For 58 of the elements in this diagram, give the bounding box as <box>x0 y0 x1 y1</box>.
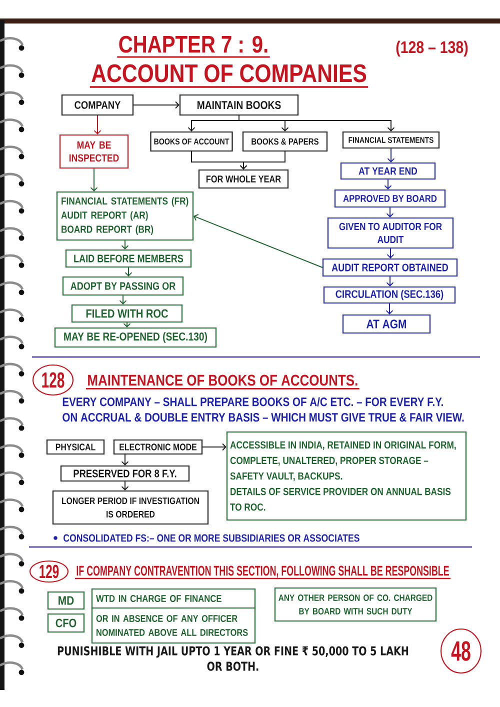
circled-number: 48 <box>440 628 482 674</box>
text-box: ANY OTHER PERSON OF CO. CHARGED BY BOARD WITH SUCH DUTY <box>274 587 437 622</box>
arrow <box>133 101 180 109</box>
arrow <box>240 151 286 170</box>
info-box: ACCESSIBLE IN INDIA, RETAINED IN ORIGINAL FORM, COMPLETE, UNALTERED, PROPER STORAGE – SAFETY VAULT, BACKUPS. DETAILS OF SERVICE PROVIDER ON ANNUAL BASIS TO ROC. <box>226 431 467 521</box>
process-box: LAID BEFORE MEMBERS <box>65 249 192 268</box>
chapter-heading: CHAPTER 7 : 9. <box>117 36 270 58</box>
process-box: BOOKS & PAPERS <box>242 131 328 152</box>
text-box: WTD IN CHARGE OF FINANCE <box>91 588 256 609</box>
circled-number: 129 <box>29 560 69 583</box>
arrow <box>194 214 323 268</box>
text-box: OR IN ABSENCE OF ANY OFFICER NOMINATED ABOVE ALL DIRECTORS <box>91 607 256 644</box>
section-heading: IF COMPANY CONTRAVENTION THIS SECTION, FOLLOWING SHALL BE RESPONSIBLE <box>75 566 450 580</box>
arrow <box>94 115 102 134</box>
process-box: PRESERVED FOR 8 F.Y. <box>60 465 190 482</box>
title: ACCOUNT OF COMPANIES <box>90 64 368 88</box>
process-box: FILED WITH ROC <box>71 304 183 323</box>
process-box: PHYSICAL <box>46 439 105 455</box>
arrow <box>124 267 132 276</box>
role-box: MD <box>47 591 85 610</box>
arrow <box>202 443 226 451</box>
penalty-text: PUNISHIBLE WITH JAIL UPTO 1 YEAR OR FINE ₹ 50,000 TO 5 LAKH OR BOTH. <box>58 646 408 671</box>
arrow <box>121 481 129 490</box>
bullet-text: CONSOLIDATED FS:– ONE OR MORE SUBSIDIARIES OR ASSOCIATES <box>64 534 360 542</box>
process-box: AT AGM <box>342 314 431 334</box>
process-box: CIRCULATION (SEC.136) <box>323 286 456 304</box>
arrow <box>90 168 98 192</box>
circled-number: 128 <box>32 364 74 396</box>
process-box: MAY BE RE-OPENED (SEC.130) <box>54 327 217 348</box>
process-box: AUDIT REPORT OBTAINED <box>322 258 458 277</box>
arrow <box>121 454 129 466</box>
process-box: BOOKS OF ACCOUNT <box>150 131 233 152</box>
section-range: (128 – 138) <box>396 40 468 57</box>
arrow <box>119 295 127 304</box>
process-box: COMPANY <box>61 94 134 116</box>
process-box: FOR WHOLE YEAR <box>198 169 289 189</box>
process-box: LONGER PERIOD IF INVESTIGATION IS ORDERED <box>52 490 209 525</box>
role-box: CFO <box>47 613 85 633</box>
process-box: FINANCIAL STATEMENTS <box>342 131 440 149</box>
arrow <box>384 179 392 190</box>
arrow <box>386 303 394 314</box>
process-box: ADOPT BY PASSING OR <box>62 276 184 296</box>
arrow <box>238 115 395 132</box>
process-box: MAY BE INSPECTED <box>59 134 129 169</box>
process-box: GIVEN TO AUDITOR FOR AUDIT <box>327 217 454 249</box>
arrow <box>123 322 131 328</box>
process-box: APPROVED BY BOARD <box>334 189 446 208</box>
paragraph: EVERY COMPANY – SHALL PREPARE BOOKS OF A/C ETC. – FOR EVERY F.Y. ON ACCRUAL & DOUBLE ENTRY BASIS – WHICH MUST GIVE TRUE & FAIR VIEW. <box>62 397 464 422</box>
process-box: MAINTAIN BOOKS <box>179 94 299 116</box>
arrow <box>386 248 394 258</box>
arrow <box>386 207 394 218</box>
section-heading: MAINTENANCE OF BOOKS OF ACCOUNTS. <box>86 374 360 390</box>
arrow <box>386 276 394 286</box>
process-box: AT YEAR END <box>340 162 436 180</box>
process-box: ELECTRONIC MODE <box>113 439 203 455</box>
arrow <box>387 148 395 162</box>
arrow <box>121 240 129 250</box>
process-box: FINANCIAL STATEMENTS (FR) AUDIT REPORT (AR) BOARD REPORT (BR) <box>56 191 194 241</box>
